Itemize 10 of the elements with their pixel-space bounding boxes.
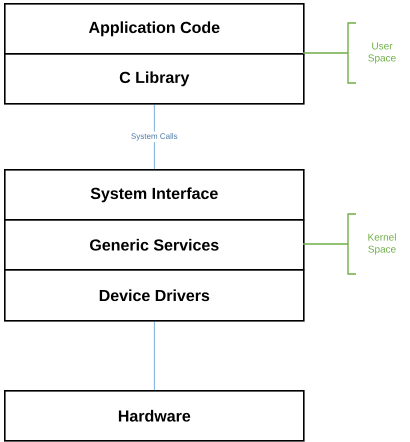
layer-box: C Library	[4, 53, 305, 105]
layer-box: Generic Services	[4, 219, 305, 271]
layer-box: Hardware	[4, 390, 305, 442]
connector-line	[154, 321, 155, 390]
layer-box: Device Drivers	[4, 269, 305, 322]
region-label: Kernel Space	[368, 233, 396, 255]
edge-label: System Calls	[129, 132, 180, 142]
region-label: User Space	[368, 42, 396, 64]
layer-box: Application Code	[4, 3, 305, 55]
layer-box: System Interface	[4, 169, 305, 221]
